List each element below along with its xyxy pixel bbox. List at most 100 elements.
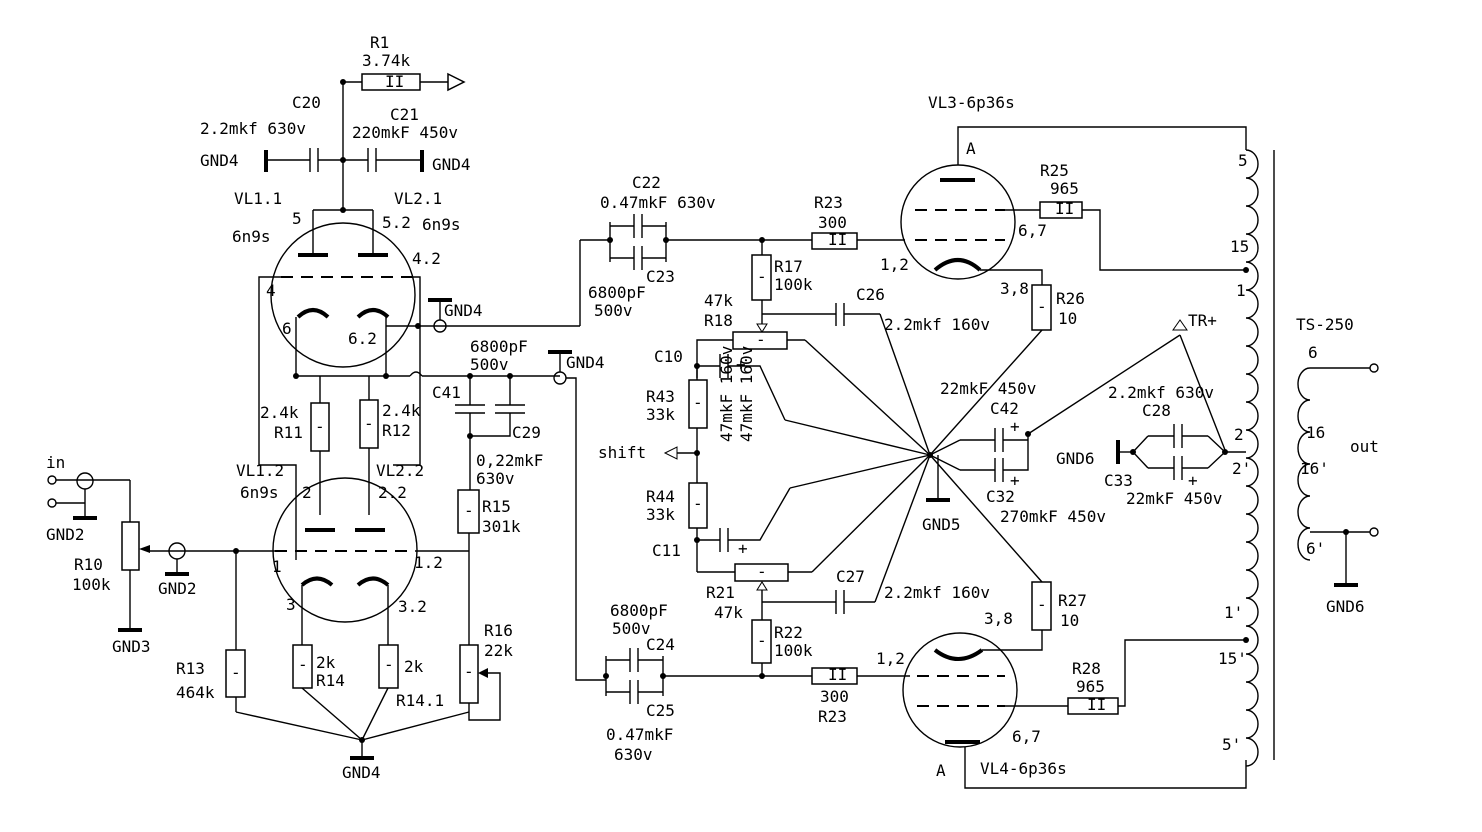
svg-text:-: - [757, 631, 767, 650]
label-c26-value: 2.2mkf 160v [884, 315, 990, 334]
label-c11-value: 47mkF 160v [737, 346, 756, 442]
r11-resistor: - [310, 376, 330, 515]
label-c33: C33 [1104, 471, 1133, 490]
vl4-output-tube [902, 632, 1018, 748]
svg-text:-: - [1037, 297, 1047, 316]
label-tr-plus: TR+ [1188, 311, 1217, 330]
star-ground-wires [784, 313, 1043, 603]
label-r27: R27 [1058, 591, 1087, 610]
svg-text:+: + [1010, 471, 1020, 490]
label-r13-value: 464k [176, 683, 215, 702]
label-c41: C41 [432, 383, 461, 402]
label-c26: C26 [856, 285, 885, 304]
svg-text:-: - [756, 330, 766, 349]
label-tap-1p: 1' [1224, 603, 1243, 622]
label-gnd4-right: GND4 [432, 155, 471, 174]
label-pin2: 2 [302, 483, 312, 502]
svg-text:II: II [828, 230, 847, 249]
label-r28-value: 965 [1076, 677, 1105, 696]
label-gnd5: GND5 [922, 515, 961, 534]
label-6n9s-b: 6n9s [232, 227, 271, 246]
label-tap-1: 1 [1236, 281, 1246, 300]
label-sec-16: 16 [1306, 423, 1325, 442]
label-gnd3: GND3 [112, 637, 151, 656]
label-pin32: 3.2 [398, 597, 427, 616]
svg-text:+: + [738, 539, 748, 558]
label-r22-value: 100k [774, 641, 813, 660]
label-r12: R12 [382, 421, 411, 440]
svg-text:-: - [298, 655, 308, 674]
label-r28: R28 [1072, 659, 1101, 678]
label-r18: R18 [704, 311, 733, 330]
label-pin52: 5.2 [382, 213, 411, 232]
label-tap-2p: 2' [1232, 459, 1251, 478]
label-r14: R14 [316, 671, 345, 690]
output-transformer [1245, 149, 1379, 767]
c22-c23-capacitors [607, 214, 669, 270]
label-tap-5p: 5' [1222, 735, 1241, 754]
label-r23-top-value: 300 [818, 213, 847, 232]
svg-text:-: - [384, 655, 394, 674]
svg-text:II: II [1055, 199, 1074, 218]
label-c21: C21 [390, 105, 419, 124]
label-r25-value: 965 [1050, 179, 1079, 198]
r12-resistor: - [359, 376, 379, 515]
label-gnd6-a: GND6 [1056, 449, 1095, 468]
label-r1: R1 [370, 33, 389, 52]
label-r15: R15 [482, 497, 511, 516]
label-vl11: VL1.1 [234, 189, 282, 208]
label-c42-value: 22mkF 450v [940, 379, 1036, 398]
label-vl4-pin67: 6,7 [1012, 727, 1041, 746]
label-c32: C32 [986, 487, 1015, 506]
label-gnd4-left: GND4 [200, 151, 239, 170]
label-c25-value: 0.47mkF [606, 725, 673, 744]
label-c22: C22 [632, 173, 661, 192]
label-sec-6p: 6' [1306, 539, 1325, 558]
label-r43: R43 [646, 387, 675, 406]
label-c24-value: 6800pF [610, 601, 668, 620]
label-c29: C29 [512, 423, 541, 442]
label-vl3-pin38: 3,8 [1000, 279, 1029, 298]
label-tap-15: 15 [1230, 237, 1249, 256]
label-r44-value: 33k [646, 505, 675, 524]
label-c28: C28 [1142, 401, 1171, 420]
svg-text:II: II [828, 665, 847, 684]
label-c11: C11 [652, 541, 681, 560]
label-in: in [46, 453, 65, 472]
label-vl3-anode: A [966, 139, 976, 158]
label-r23-top: R23 [814, 193, 843, 212]
label-c25-volt: 630v [614, 745, 653, 764]
label-r26-value: 10 [1058, 309, 1077, 328]
label-6n9s-a: 6n9s [422, 215, 461, 234]
label-vl3: VL3-6p36s [928, 93, 1015, 112]
label-pin12: 1.2 [414, 553, 443, 572]
c20-capacitor [264, 148, 343, 172]
svg-text:-: - [315, 417, 325, 436]
label-pin62: 6.2 [348, 329, 377, 348]
label-pin42: 4.2 [412, 249, 441, 268]
vl1-vl2-lower-tube [272, 477, 418, 623]
label-vl4-pin12: 1,2 [876, 649, 905, 668]
label-c27: C27 [836, 567, 865, 586]
c21-capacitor [343, 148, 424, 172]
vl3-output-tube [900, 164, 1016, 280]
label-c33-value: 22mkF 450v [1126, 489, 1222, 508]
svg-text:-: - [693, 494, 703, 513]
label-r17: R17 [774, 257, 803, 276]
label-r13: R13 [176, 659, 205, 678]
label-vl4-anode: A [936, 761, 946, 780]
label-r43-value: 33k [646, 405, 675, 424]
svg-text:II: II [385, 72, 404, 91]
label-r26: R26 [1056, 289, 1085, 308]
svg-text:-: - [464, 501, 474, 520]
label-pin6: 6 [282, 319, 292, 338]
label-sec-16p: 16' [1300, 459, 1329, 478]
label-c29-volt: 630v [476, 469, 515, 488]
label-vl21: VL2.1 [394, 189, 442, 208]
label-c32-value: 270mkF 450v [1000, 507, 1106, 526]
label-r11-value: 2.4k [260, 403, 299, 422]
svg-text:-: - [757, 562, 767, 581]
label-c41-value: 6800pF [470, 337, 528, 356]
r1-resistor: II [343, 72, 466, 92]
label-pin3: 3 [286, 595, 296, 614]
